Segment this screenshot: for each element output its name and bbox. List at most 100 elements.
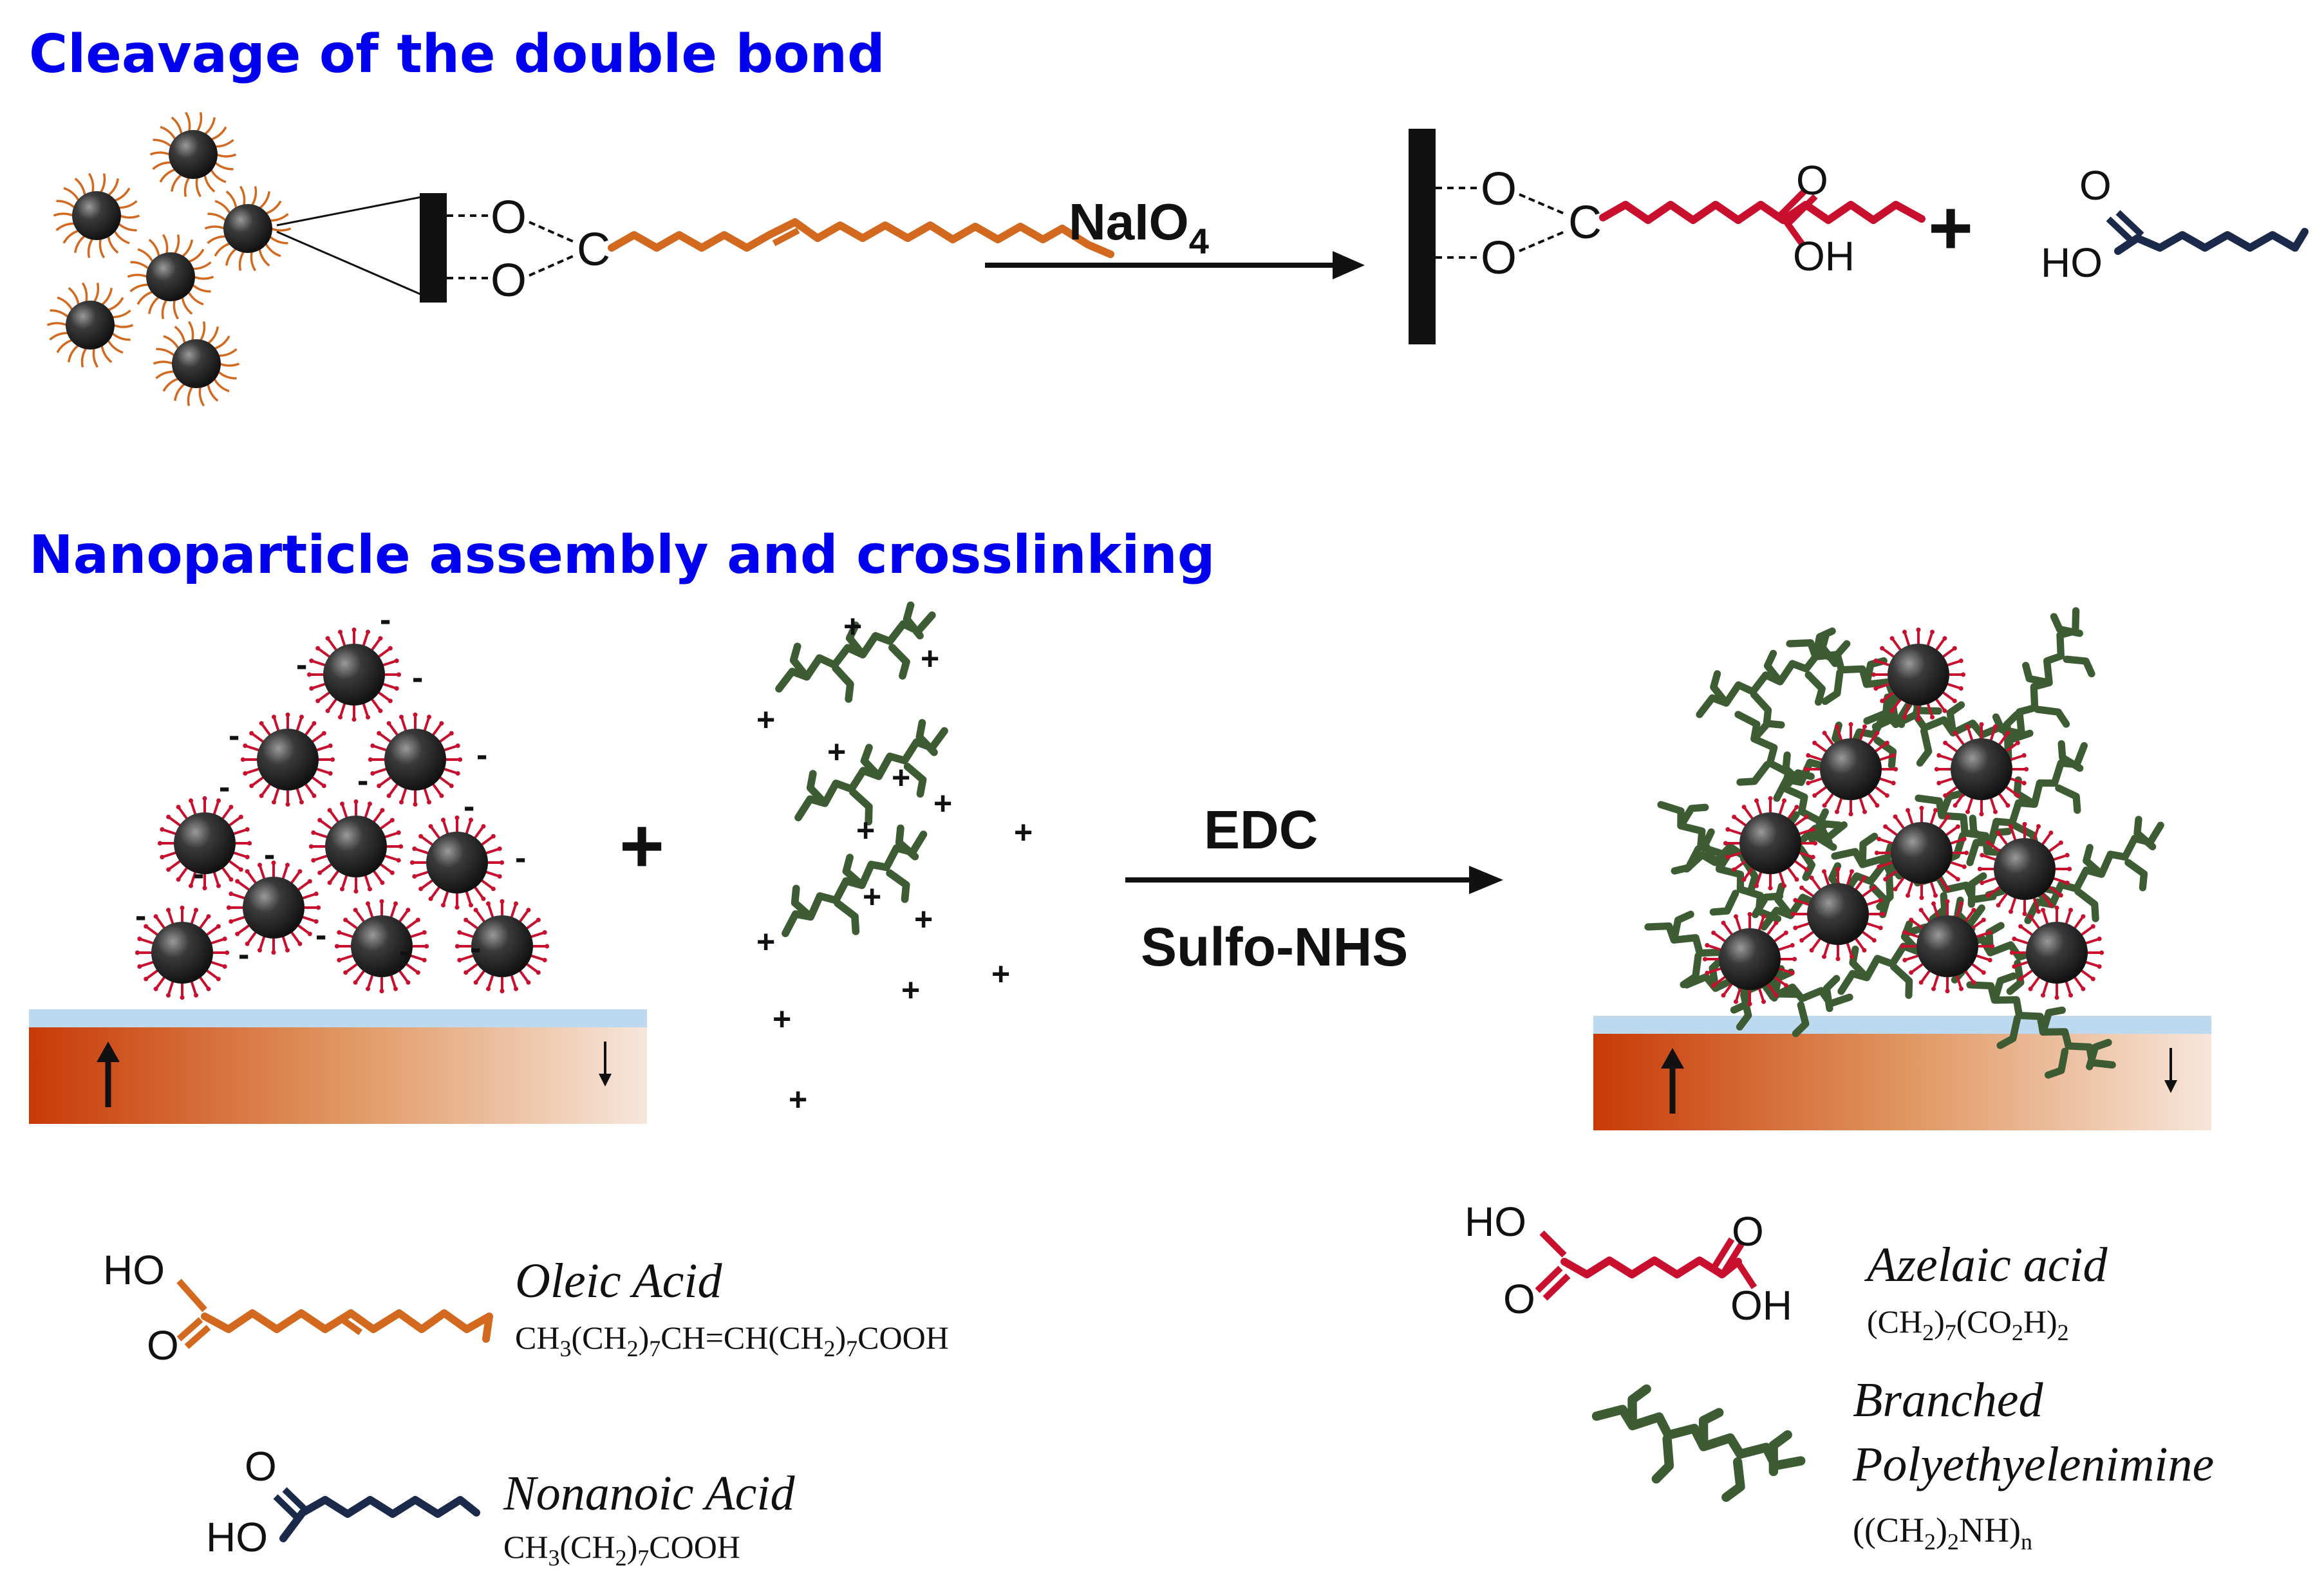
ligand-head	[1806, 781, 1811, 786]
hydroxyl-group: HO	[1465, 1199, 1526, 1245]
ligand-head	[2058, 893, 2063, 898]
negative-charge: -	[238, 936, 249, 973]
ligand	[2009, 826, 2017, 842]
ligand-head	[225, 950, 230, 955]
negative-charge: -	[229, 717, 239, 754]
nanoparticle-icon	[240, 712, 335, 807]
ligand	[1906, 880, 1914, 896]
negative-charge: -	[193, 855, 204, 893]
ligand-head	[1783, 983, 1788, 988]
ligand	[1808, 777, 1824, 785]
ligand-head	[366, 715, 371, 720]
ligand-head	[491, 834, 496, 839]
ligand-head	[1933, 808, 1938, 813]
ligand-head	[1768, 796, 1773, 801]
ligand	[1904, 954, 1920, 962]
ligand-head	[1794, 805, 1799, 810]
ligand-head	[2036, 824, 2041, 829]
ligand	[230, 892, 247, 900]
ligand	[459, 931, 475, 939]
ligand	[362, 631, 370, 648]
ligand	[56, 339, 73, 353]
ligand	[80, 347, 88, 368]
particle-core	[146, 252, 195, 301]
hydroxyl-bond	[1735, 1261, 1757, 1289]
ligand	[171, 173, 183, 192]
ligand	[2019, 925, 2034, 937]
ligand-head	[1804, 867, 1809, 872]
ligand	[99, 173, 106, 194]
ligand	[111, 332, 131, 341]
ligand	[184, 111, 191, 132]
ligand-head	[1774, 993, 1779, 998]
ligand-head	[1986, 840, 1991, 845]
ligand-head	[1955, 824, 1960, 829]
ligand-head	[428, 896, 433, 901]
crosslinked-nanoparticle-stack	[1632, 603, 2185, 1104]
ligand	[1970, 962, 1985, 974]
ligand-head	[271, 860, 276, 865]
ligand	[487, 973, 494, 989]
ligand	[2009, 896, 2017, 912]
ligand	[209, 937, 225, 945]
ligand	[245, 767, 261, 775]
ligand-head	[1810, 855, 1815, 860]
ligand	[1808, 754, 1824, 761]
ligand	[53, 212, 74, 217]
ligand-head	[1916, 627, 1921, 632]
hydroxyl-group: HO	[2041, 239, 2103, 286]
ligand	[258, 248, 270, 266]
ligand-head	[153, 986, 158, 991]
ligand	[205, 925, 220, 937]
ligand-head	[1733, 999, 1738, 1004]
ligand-head	[378, 636, 383, 641]
ligand	[211, 126, 227, 141]
ligand	[290, 870, 301, 885]
ligand	[339, 954, 355, 962]
ligand-head	[135, 950, 140, 955]
ligand	[272, 787, 280, 803]
ligand-head	[1835, 866, 1841, 872]
ligand-head	[1996, 902, 2001, 908]
ligand-head	[285, 948, 290, 953]
ligand	[315, 767, 331, 775]
positive-charge: +	[991, 956, 1010, 992]
azelaic-chain-bound	[1599, 201, 1926, 224]
ligand-head	[485, 986, 491, 991]
ligand-head	[440, 818, 445, 823]
ligand	[1786, 806, 1798, 821]
ligand-head	[1945, 886, 1951, 892]
ligand-head	[1721, 920, 1726, 926]
ligand	[81, 282, 88, 303]
ligand	[74, 234, 86, 253]
particle-surface-right	[1409, 129, 1436, 344]
reaction-arrow-icon	[1469, 866, 1503, 894]
ligand	[198, 975, 210, 990]
ligand-head	[469, 818, 474, 823]
ligand-head	[1782, 883, 1787, 888]
ligand	[378, 732, 393, 743]
ligand	[196, 112, 203, 133]
ligand-head	[464, 917, 469, 922]
positive-charge: +	[892, 760, 910, 796]
ligand	[68, 344, 80, 362]
ligand	[57, 296, 73, 311]
ligand-head	[491, 886, 496, 892]
ligand	[2004, 742, 2019, 753]
ligand	[162, 828, 178, 836]
particle-core	[1994, 838, 2056, 900]
ligand-head	[1862, 948, 1867, 953]
ligand-head	[2009, 950, 2014, 955]
ligand-head	[412, 846, 417, 851]
ligand-head	[309, 686, 314, 691]
ligand-head	[1971, 980, 1976, 985]
ligand	[431, 782, 443, 797]
ligand-head	[259, 721, 264, 726]
ligand	[315, 744, 331, 752]
ligand-head	[389, 818, 395, 823]
ligand-head	[315, 646, 321, 651]
ligand-head	[1930, 630, 1935, 635]
ligand	[1998, 732, 2009, 747]
ligand	[212, 800, 220, 816]
oleic-acid-name: Oleic Acid	[515, 1254, 722, 1308]
